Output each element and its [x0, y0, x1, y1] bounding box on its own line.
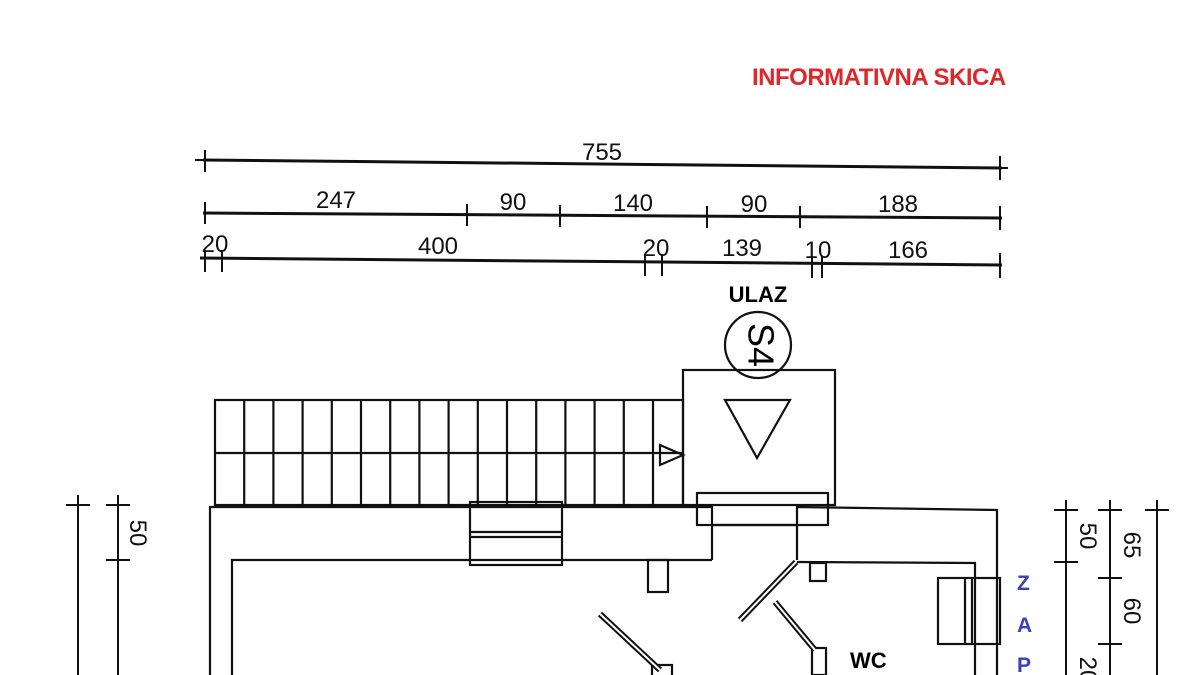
side-letter-z: Z — [1017, 572, 1030, 595]
dim-90a: 90 — [500, 189, 527, 216]
dim-90b: 90 — [741, 191, 768, 218]
dim-left-50: 50 — [124, 520, 151, 547]
building-walls — [208, 500, 1002, 675]
entrance-landing — [681, 368, 837, 527]
window-right — [936, 576, 1002, 646]
stair-direction-arrow-icon — [658, 443, 686, 467]
dim-139: 139 — [722, 235, 762, 262]
dim-188: 188 — [878, 191, 918, 218]
side-letter-a: A — [1017, 614, 1032, 637]
dim-right-50: 50 — [1074, 523, 1101, 550]
dimension-left: 50 — [66, 495, 151, 675]
dim-right-65: 65 — [1118, 532, 1145, 559]
dim-166: 166 — [888, 237, 928, 264]
dim-20b: 20 — [643, 235, 670, 262]
dim-400: 400 — [418, 233, 458, 260]
dimension-row-1: 755 — [195, 139, 1008, 180]
dimension-row-2: 247 90 140 90 188 — [202, 187, 1003, 230]
wc-label: WC — [850, 648, 887, 673]
side-letter-p: P — [1017, 654, 1031, 675]
dim-20a: 20 — [202, 231, 229, 258]
dim-140: 140 — [613, 190, 653, 217]
dimension-row-3: 20 400 20 139 10 166 — [199, 231, 1003, 278]
entrance-label: ULAZ — [729, 282, 788, 307]
stair-code-circle — [723, 310, 793, 380]
dim-right-20: 20 — [1074, 657, 1101, 675]
door-swings — [597, 559, 818, 673]
dim-right-60: 60 — [1118, 598, 1145, 625]
stair-code-label: S4 — [740, 323, 781, 367]
dimension-right: 50 20 65 60 — [1054, 500, 1169, 675]
sketch-title: INFORMATIVNA SKICA — [752, 64, 1006, 91]
dim-10: 10 — [805, 237, 832, 264]
window-top — [468, 500, 564, 567]
staircase — [213, 398, 686, 507]
dim-247: 247 — [316, 187, 356, 214]
dim-total-width: 755 — [582, 139, 622, 166]
entrance-triangle-icon — [723, 398, 792, 461]
